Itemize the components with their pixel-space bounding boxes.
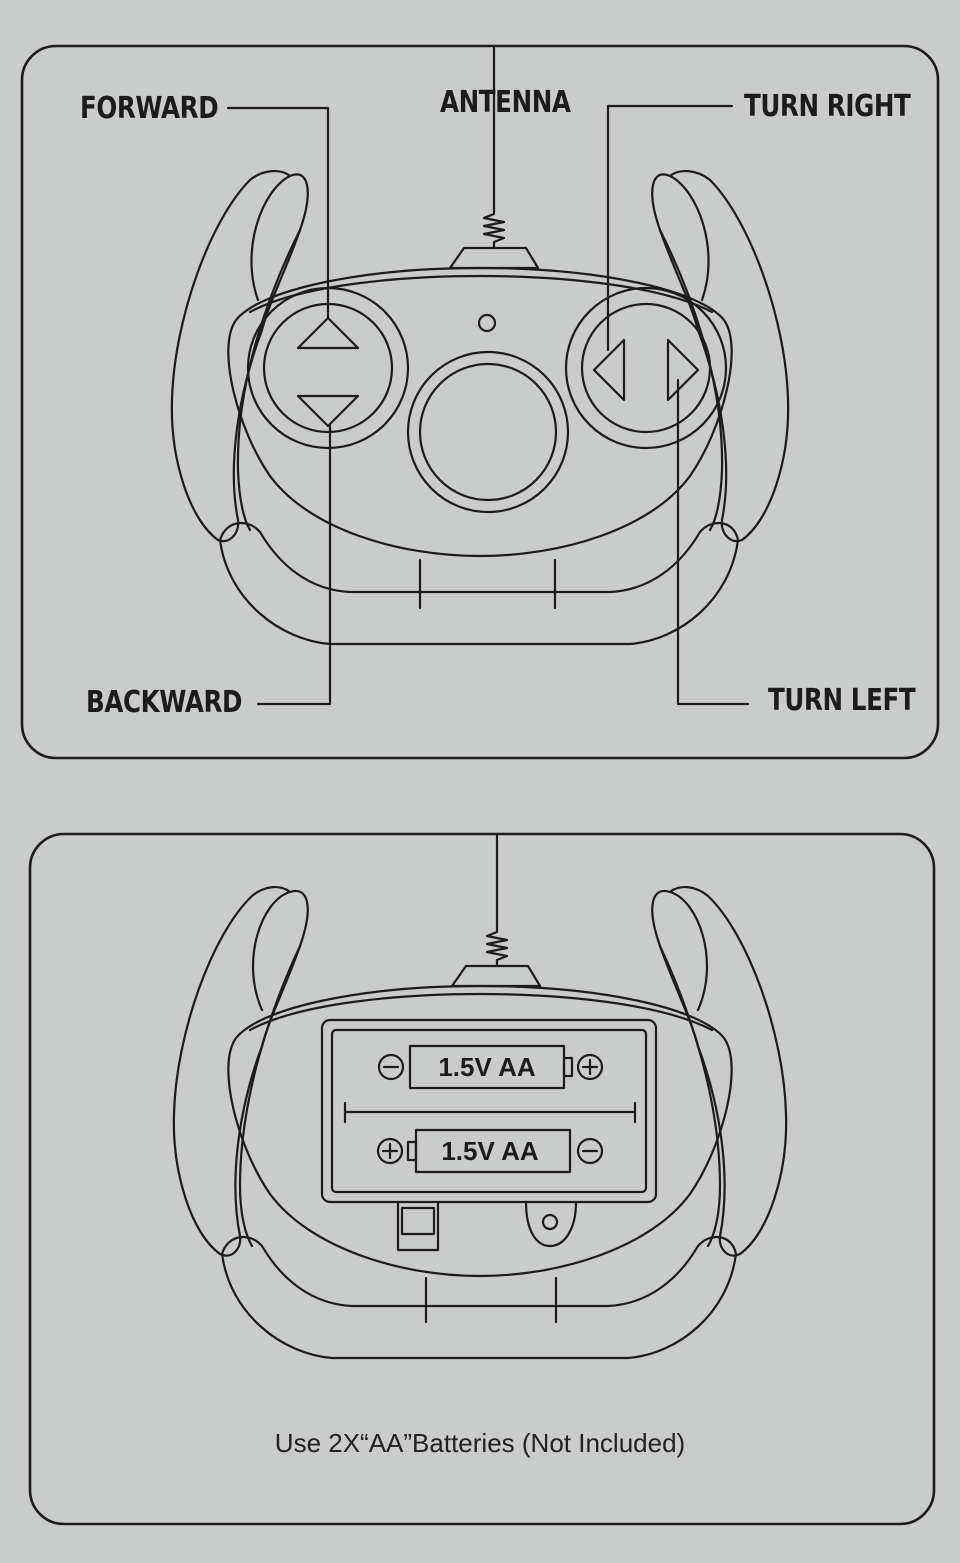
- backward-label: BACKWARD: [86, 685, 243, 720]
- turn-left-arrow-icon: [592, 338, 626, 402]
- battery-caption: Use 2X“AA”Batteries (Not Included): [274, 1428, 686, 1458]
- forward-leader-line: [226, 106, 330, 320]
- indicator-light: [477, 313, 497, 333]
- bottom-antenna: [485, 834, 509, 968]
- battery-top-label: 1.5V AA: [438, 1052, 536, 1082]
- battery-compartment: [320, 1018, 658, 1204]
- turn-left-label: TURN LEFT: [768, 683, 916, 718]
- bottom-bottom-grip: [220, 1236, 738, 1360]
- top-right-handle: [651, 170, 790, 543]
- plus-icon: [576, 1053, 604, 1081]
- turn-pad: [564, 286, 728, 450]
- battery-bottom-label: 1.5V AA: [441, 1136, 539, 1166]
- bottom-antenna-base: [450, 964, 542, 988]
- top-bottom-grip: [218, 522, 740, 646]
- antenna-label: ANTENNA: [440, 85, 571, 120]
- turn-right-label: TURN RIGHT: [744, 89, 911, 124]
- minus-icon: [576, 1137, 604, 1165]
- top-right-handle-inner: [658, 228, 724, 532]
- screw-boss: [524, 1200, 578, 1248]
- forward-arrow-icon: [296, 316, 360, 350]
- bottom-right-handle: [651, 886, 788, 1257]
- bottom-panel-frame: [28, 832, 936, 1526]
- bottom-left-handle: [172, 886, 309, 1257]
- top-antenna-base: [448, 246, 540, 270]
- minus-icon: [377, 1053, 405, 1081]
- screw-hole: [541, 1213, 559, 1231]
- battery-latch: [396, 1200, 440, 1252]
- plus-icon: [376, 1137, 404, 1165]
- turn-right-arrow-icon: [666, 338, 700, 402]
- backward-arrow-icon: [296, 394, 360, 428]
- top-remote-body: [227, 266, 733, 558]
- top-left-handle-inner: [236, 228, 302, 532]
- turn-left-leader-line: [676, 378, 750, 706]
- bottom-remote-body: [227, 984, 733, 1278]
- center-knob: [406, 350, 570, 514]
- turn-right-leader-line: [606, 104, 734, 352]
- backward-leader-line: [256, 424, 332, 706]
- top-antenna: [482, 46, 506, 250]
- top-left-handle: [170, 170, 309, 543]
- forward-label: FORWARD: [80, 91, 219, 126]
- top-panel-frame: [20, 44, 940, 760]
